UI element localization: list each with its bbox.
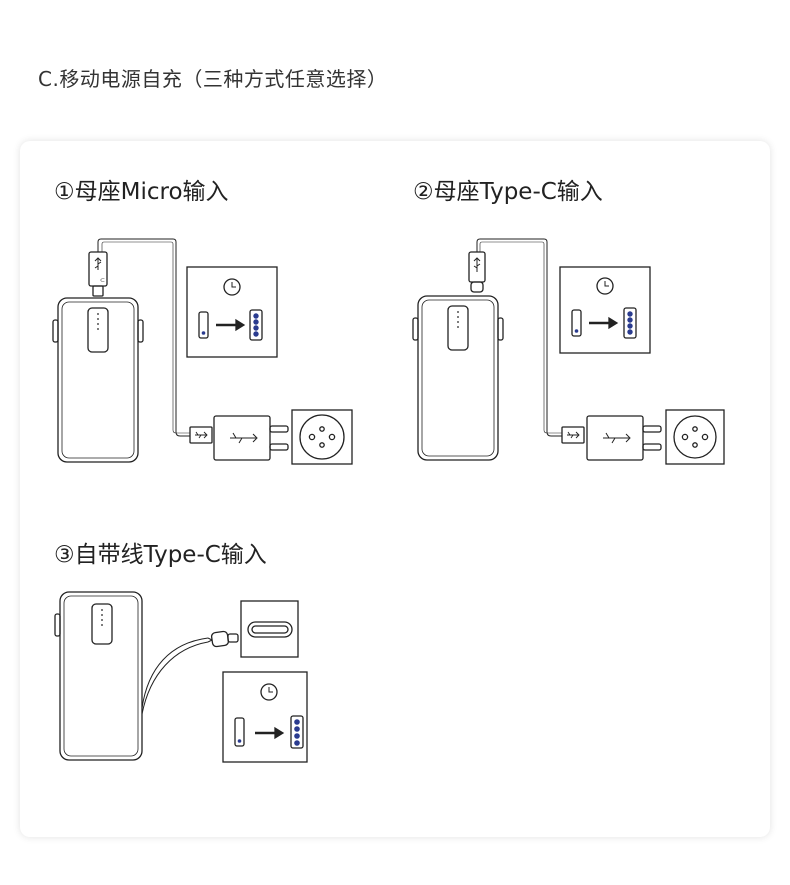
type-c-plug: [468, 251, 486, 293]
battery-full-icon: [623, 307, 637, 339]
battery-empty-icon: [198, 311, 209, 339]
led-indicator: [457, 311, 459, 328]
section-title: C.移动电源自充（三种方式任意选择）: [38, 67, 388, 91]
method-1-title: ①母座Micro输入: [54, 179, 229, 205]
micro-usb-plug: ⊂: [88, 251, 108, 297]
wall-socket: [665, 409, 725, 465]
arrow-right-icon: [255, 726, 285, 740]
type-c-port-panel: [240, 600, 299, 658]
battery-empty-icon: [571, 309, 582, 337]
usb-a-plug: [561, 426, 585, 444]
battery-full-icon: [249, 309, 263, 341]
wall-charger: [586, 415, 662, 461]
battery-empty-icon: [234, 717, 245, 747]
arrow-right-icon: [589, 316, 619, 330]
built-in-type-c-cable: [141, 630, 239, 715]
usb-a-plug: [189, 426, 213, 444]
power-bank: [412, 295, 504, 461]
charge-indicator-panel: [222, 671, 308, 763]
method-2-illustration: [412, 238, 725, 465]
method-3-illustration: [54, 591, 308, 763]
methods-card: [20, 141, 770, 837]
wall-socket: [291, 409, 353, 465]
led-indicator: [101, 609, 103, 626]
svg-text:⊂: ⊂: [100, 277, 105, 284]
clock-icon: [596, 277, 614, 295]
method-2-title: ②母座Type-C输入: [413, 179, 603, 205]
power-bank: [52, 297, 144, 463]
power-bank: [54, 591, 143, 761]
wall-charger: [213, 415, 289, 461]
method-3-title: ③自带线Type-C输入: [54, 542, 267, 568]
clock-icon: [223, 278, 241, 296]
charge-indicator-panel: [186, 266, 278, 358]
usb-cable: [97, 238, 190, 437]
arrow-right-icon: [216, 318, 246, 332]
clock-icon: [260, 683, 278, 701]
method-1-illustration: ⊂: [52, 238, 353, 465]
charge-indicator-panel: [559, 266, 651, 354]
led-indicator: [97, 313, 99, 330]
usb-cable: [476, 238, 562, 437]
battery-full-icon: [290, 715, 304, 749]
